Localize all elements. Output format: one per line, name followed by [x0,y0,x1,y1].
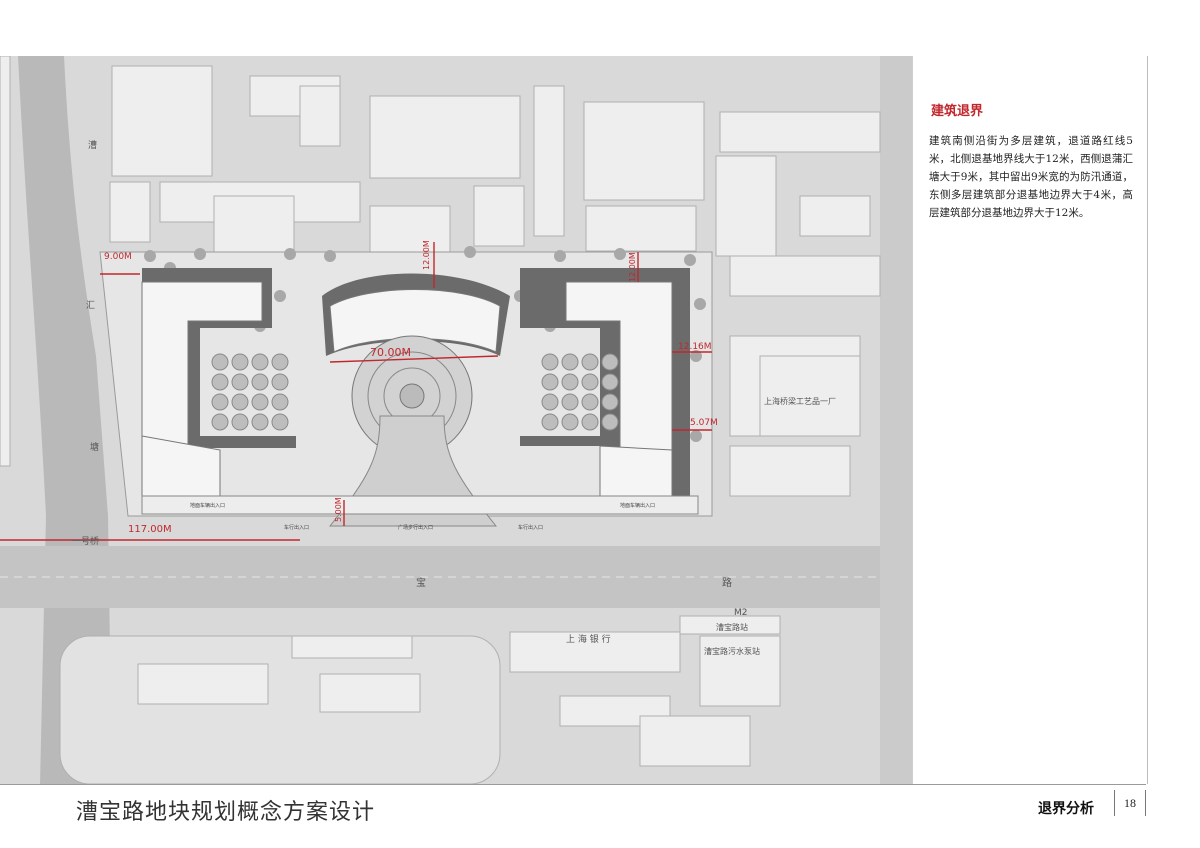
place-metro: M2 [734,608,748,618]
street-label-tang: 塘 [90,443,100,453]
street-label-yihao: 一号桥 [72,537,100,547]
setback-dimension-lines [0,242,712,541]
top-margin [0,0,1200,50]
street-label-lu: 路 [722,578,732,589]
tree-grid-east [541,353,619,431]
context-buildings-north [0,56,881,497]
dim-north-right: 12.00M [628,252,637,282]
gate-label: 车行出入口 [518,525,544,531]
dim-east-upper: 12.16M [678,342,712,352]
section-title: 退界分析 [1038,801,1094,817]
tree-grid-west [211,353,289,431]
description-panel: 建筑退界 建筑南侧沿街为多层建筑，退道路红线5米，北侧退基地界线大于12米，西侧… [912,56,1148,784]
project-title: 漕宝路地块规划概念方案设计 [76,800,376,825]
gate-label: 车行出入口 [284,525,310,531]
site-plan-map: 9.00M 12.00M 12.00M 70.00M 12.16M 5.07M … [0,56,912,784]
panel-heading: 建筑退界 [931,104,984,119]
dim-center: 70.00M [370,346,411,359]
street-label-bao: 宝 [416,578,426,589]
dim-south: 5.00M [334,497,343,522]
page-number: 18 [1114,790,1146,816]
dim-west: 9.00M [104,252,132,262]
dim-east-lower: 5.07M [690,418,718,428]
site-plan-drawing [0,56,912,784]
place-station: 漕宝路站 [716,623,748,632]
street-label-hui: 汇 [86,301,96,311]
gate-label: 广场步行出入口 [398,525,434,531]
gate-label: 地面车辆出入口 [190,503,226,509]
footer-divider [0,784,1146,785]
place-bank: 上 海 银 行 [566,635,611,645]
dim-frontage: 117.00M [128,524,172,535]
south-podium [141,495,699,515]
place-factory: 上海桥梁工艺品一厂 [764,397,836,406]
context-buildings-south [59,615,781,784]
gate-label: 地面车辆出入口 [620,503,656,509]
east-road [880,56,912,784]
panel-body-text: 建筑南侧沿街为多层建筑，退道路红线5米，北侧退基地界线大于12米，西侧退蒲汇塘大… [929,135,1133,219]
street-label-cao: 漕 [88,141,98,151]
place-station2: 漕宝路污水泵站 [704,647,760,656]
dim-north-left: 12.00M [422,240,431,270]
central-arc-building [329,289,501,353]
